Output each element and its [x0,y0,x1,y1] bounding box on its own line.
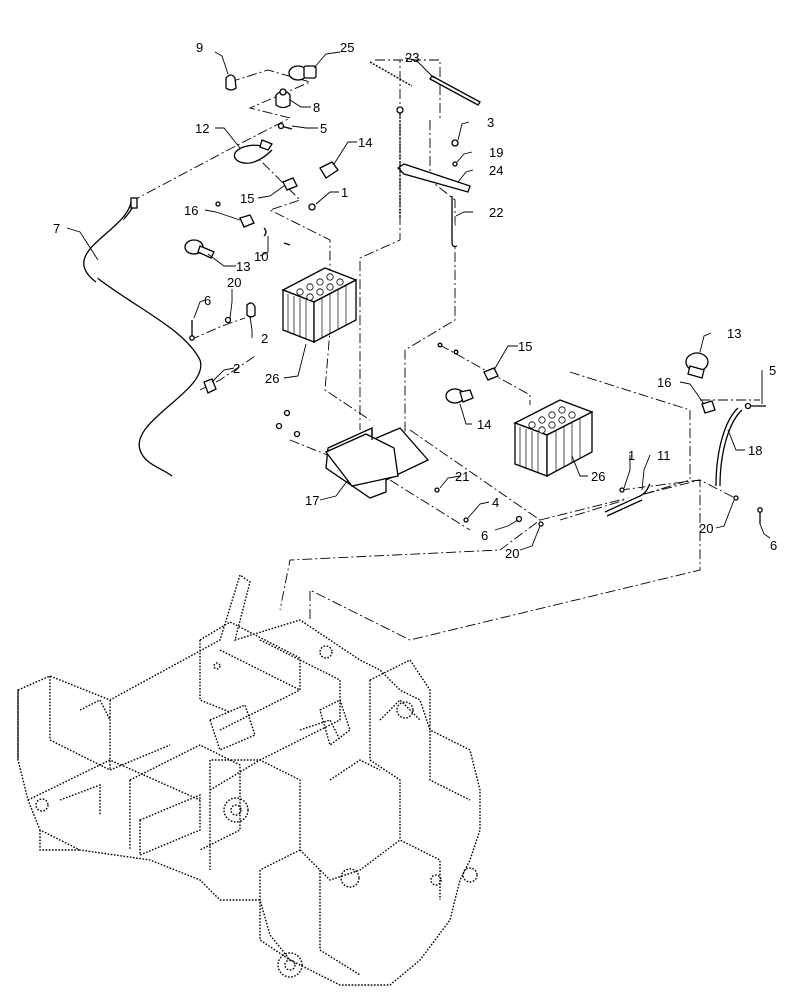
j-bolt-22 [451,196,458,248]
callout-2-lower: 2 [233,361,240,376]
cable-18 [715,407,743,487]
callout-4: 4 [492,495,499,510]
callout-18: 18 [748,443,762,458]
callout-26: 26 [265,371,279,386]
battery-26a-ribs [287,285,347,339]
strap-12 [233,139,273,164]
j-bolt-left [396,106,404,218]
terminal-9 [225,74,237,91]
terminal-14b [445,388,474,404]
battery-26a [281,267,358,344]
clamp-16b [701,400,716,414]
callout-14: 14 [358,135,372,150]
clamp-16a [215,201,255,228]
battery-26b-cells [528,406,576,434]
bolt-5b [744,402,766,410]
callout-20: 20 [227,275,241,290]
cable-11 [604,483,651,517]
battery-26a-cells [296,273,344,301]
callout-3: 3 [487,115,494,130]
callout-20-far-right: 20 [699,521,713,536]
callout-1: 1 [341,185,348,200]
callout-24: 24 [489,163,503,178]
switch-25 [288,65,317,81]
callout-11: 11 [657,448,671,463]
callout-19: 19 [489,145,503,160]
battery-26b [513,399,594,478]
callout-20-right: 20 [505,546,519,561]
nut-1a [308,203,316,211]
connector-15b [437,342,499,381]
callout-17: 17 [305,493,319,508]
washer-20c [733,495,739,501]
bolt-6c [757,507,763,524]
connector-14a [319,161,339,179]
callout-5-right: 5 [769,363,776,378]
callout-23: 23 [405,50,419,65]
callout-8: 8 [313,100,320,115]
callout-25: 25 [340,40,354,55]
callout-7: 7 [53,221,60,236]
callout-16: 16 [184,203,198,218]
hold-down-bar-24 [396,163,471,193]
callout-15: 15 [240,191,254,206]
callout-15-right: 15 [518,339,532,354]
callout-13: 13 [236,259,250,274]
callout-9: 9 [196,40,203,55]
callout-14-right: 14 [477,417,491,432]
phantom-lines [133,59,760,641]
bolt-6a [189,320,195,341]
callout-2: 2 [261,331,268,346]
battery-tray-17 [275,409,544,527]
rod-23 [429,75,481,106]
clamp-8 [275,88,291,109]
callout-6: 6 [204,293,211,308]
callout-labels: 9 25 8 12 5 14 15 1 16 7 10 13 20 6 2 26… [53,40,777,561]
callout-6-far-right: 6 [770,538,777,553]
callout-6-right: 6 [481,528,488,543]
callout-1-right: 1 [628,448,635,463]
washer-19 [452,161,458,167]
washer-20a [224,316,232,324]
callout-5: 5 [320,121,327,136]
terminal-2b [203,378,217,394]
callout-16-right: 16 [657,375,671,390]
callout-21: 21 [455,469,469,484]
bolt-10 [263,227,291,246]
bolt-1b [619,487,625,493]
threaded-rod-upper [369,61,413,87]
callout-12: 12 [195,121,209,136]
terminal-13b [685,352,709,379]
nut-3 [451,139,459,147]
machine-frame [17,573,481,986]
callout-22: 22 [489,205,503,220]
terminal-2a [246,302,256,318]
callout-26-right: 26 [591,469,605,484]
leader-lines [66,51,771,551]
connector-15a [282,177,298,191]
callout-10: 10 [254,249,268,264]
cable-7 [83,197,202,477]
bolt-5 [277,122,293,130]
callout-13-right: 13 [727,326,741,341]
